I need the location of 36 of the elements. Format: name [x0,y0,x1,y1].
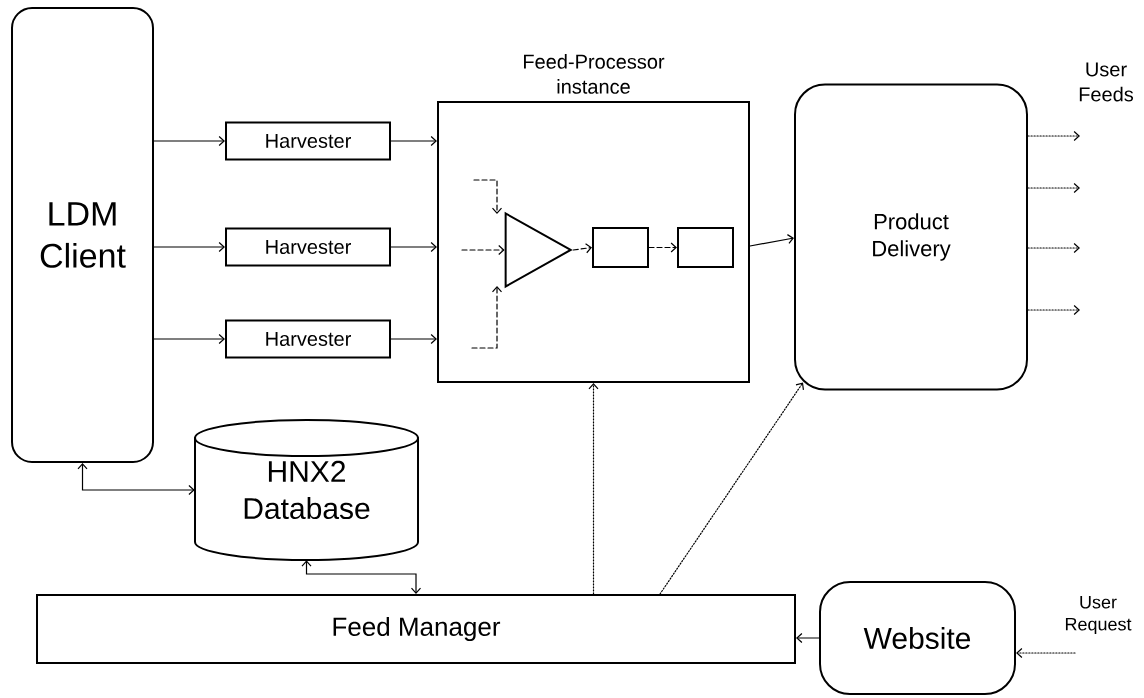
arrow [1027,304,1080,316]
delivery-box: Product Delivery [794,83,1028,391]
arrow [572,243,592,254]
arrow [153,135,225,147]
website-box: Website [819,581,1016,695]
arrow [390,333,437,345]
arrow [473,179,503,214]
arrow [1027,130,1080,142]
arrow [390,135,437,147]
manager-bar: Feed Manager [36,594,796,664]
arrow [659,382,805,595]
database-cylinder: HNX2 Database [194,419,419,561]
label: User Feeds [1079,62,1134,102]
arrow [588,383,599,595]
edge-label: User Request [1057,594,1139,636]
process-box: Harvester [225,319,391,359]
process-box: Harvester [225,227,391,267]
arrow [471,286,503,349]
process-box: Harvester [225,121,391,161]
arrow [1027,242,1080,254]
arrow [301,560,422,594]
arrow [153,333,225,345]
arrow [1027,182,1080,194]
arrow [1016,647,1076,659]
stage-box [677,227,734,268]
arrow [461,244,505,256]
arrow [796,632,820,644]
stage-box [592,227,649,268]
client-box: LDM Client [11,7,154,463]
arrow [648,242,677,253]
arrow [749,234,794,247]
arrow [153,241,225,253]
processor-box: Feed-Processor instance [437,54,750,383]
arrow [390,241,437,253]
node-label: Feed-Processor instance [524,54,665,94]
arrow [77,463,195,496]
